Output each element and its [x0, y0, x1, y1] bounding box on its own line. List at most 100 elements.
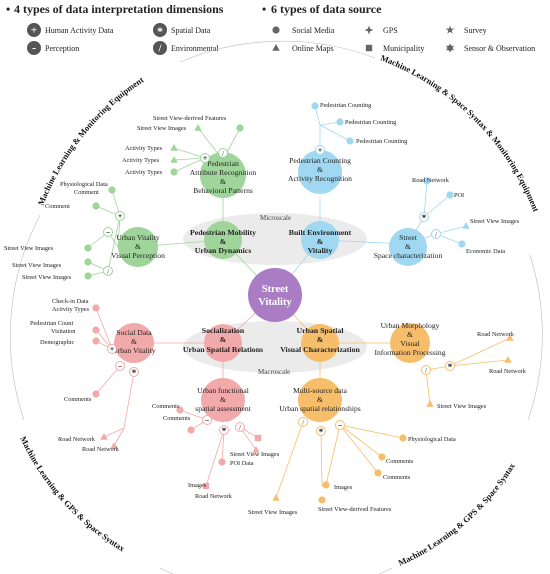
leaf-label: Street View Images: [437, 403, 487, 410]
node-line: Urban spatial relationships: [279, 404, 360, 413]
circle-icon: [446, 191, 454, 199]
slash-icon: [153, 41, 167, 55]
triangle-icon: [194, 124, 202, 131]
node-line: Space characterization: [374, 251, 443, 260]
circle-icon: [318, 496, 326, 504]
node-line: Visual: [400, 339, 419, 348]
minus-icon: −: [202, 415, 212, 425]
circle-icon: [92, 326, 100, 334]
plus-icon: +: [115, 211, 125, 221]
legend-dimensions: • 4 types of data interpretation dimensi…: [6, 2, 224, 55]
node-multi-source: Multi-source data & Urban spatial relati…: [279, 378, 361, 422]
slash-icon: /: [218, 148, 228, 158]
node-line: Urban Morphology: [381, 321, 440, 330]
theme-line: Built Environment: [289, 228, 352, 237]
dim-environmental: / Environmental: [153, 41, 219, 55]
leaf-label: Comments: [163, 415, 191, 422]
node-circle: [201, 378, 245, 422]
circle-icon: [92, 304, 100, 312]
leaf-label: Street View Images: [12, 262, 62, 269]
theme-line: &: [220, 335, 227, 344]
node-line: Urban Vitality: [116, 233, 160, 242]
theme-social: Socialization & Urban Spatial Relations: [183, 324, 263, 362]
dims-title: 4 types of data interpretation dimension…: [14, 2, 224, 16]
node-line: Street: [399, 233, 418, 242]
svg-text:+: +: [203, 154, 208, 163]
svg-text:−: −: [106, 228, 111, 237]
circle-icon: [92, 390, 100, 398]
ring-arc: [527, 254, 543, 421]
svg-text:+: +: [318, 146, 323, 155]
theme-line: &: [317, 237, 324, 246]
node-line: &: [131, 337, 137, 346]
theme-line: &: [317, 335, 324, 344]
plus-icon: [27, 23, 41, 37]
circle-icon: [92, 202, 100, 210]
leaf-label: Road Network: [58, 436, 96, 443]
circle-icon: [84, 272, 92, 280]
dim-label: Perception: [45, 44, 79, 53]
leaf-label: POI: [454, 192, 464, 199]
leaf-label: Activity Types: [52, 306, 90, 313]
node-circle: [200, 152, 246, 198]
node-line: Pedestrian Counting: [289, 156, 351, 165]
leaf-label: Comment: [74, 189, 99, 196]
theme-circle: [204, 324, 242, 362]
circle-icon: [218, 458, 226, 466]
node-circle: [298, 378, 342, 422]
square-icon: [365, 44, 373, 52]
sources-title: 6 types of data source: [271, 2, 382, 16]
leaf-label: Road Network: [412, 177, 450, 184]
center-circle: [248, 268, 302, 322]
circle-icon: [346, 137, 354, 145]
svg-text:*: *: [132, 368, 137, 378]
triangle-icon: [170, 156, 178, 163]
legend-sources: • 6 types of data source Social Media GP…: [262, 2, 535, 53]
node-line: Activity Recognition: [288, 174, 352, 183]
leaf-label: Street View Images: [4, 245, 54, 252]
circle-icon: [311, 102, 319, 110]
plus-icon: +: [107, 344, 117, 354]
dim-symbol: *: [157, 24, 163, 38]
node-circle: [390, 323, 430, 363]
center-line: Vitality: [258, 297, 292, 308]
leaf-label: Demographic: [40, 339, 74, 346]
node-attribute-recognition: Pedestrian Attribute Recognition & Behav…: [190, 152, 257, 198]
circle-icon: [399, 434, 407, 442]
svg-text:−: −: [118, 362, 123, 371]
gps-star-icon: [364, 25, 374, 35]
node-social-data: Social Data & Urban Vitality: [112, 323, 156, 363]
leaf-label: Activity Types: [125, 145, 163, 152]
source-label: Online Maps: [292, 44, 334, 53]
source-label: GPS: [383, 26, 398, 35]
circle-icon: [322, 481, 330, 489]
svg-text:*: *: [422, 213, 427, 223]
leaf-label: Comments: [386, 458, 414, 465]
theme-circle: [301, 221, 339, 259]
leaf-label: Comments: [383, 474, 411, 481]
leaf-labels: Street View-derived Features Street View…: [4, 102, 527, 516]
circle-icon: [272, 26, 280, 34]
microscale-label: Microscale: [260, 214, 291, 222]
dim-perception: - Perception: [27, 41, 79, 55]
node-line: Multi-source data: [293, 386, 347, 395]
dim-symbol: -: [32, 41, 36, 55]
leaf-label: Visitation: [51, 328, 76, 335]
minus-icon: [27, 41, 41, 55]
svg-text:*: *: [319, 427, 324, 437]
node-line: Visual Perception: [111, 251, 165, 260]
svg-text:/: /: [222, 150, 224, 158]
svg-text:*: *: [448, 362, 453, 372]
node-circle: [389, 228, 427, 266]
leaf-label: POI Data: [230, 460, 254, 467]
dim-label: Environmental: [171, 44, 219, 53]
node-functional-assessment: Urban functional & spatial assessment: [195, 378, 252, 422]
asterisk-icon: *: [316, 426, 326, 437]
leaf-label: Street View Images: [22, 274, 72, 281]
node-line: Attribute Recognition: [190, 168, 257, 177]
theme-line: Urban Spatial: [296, 326, 344, 335]
ring-arc: [159, 567, 393, 574]
plus-icon: +: [315, 145, 325, 155]
minus-icon: −: [115, 361, 125, 371]
leaf-label: Pedestrian Counting: [345, 119, 397, 126]
